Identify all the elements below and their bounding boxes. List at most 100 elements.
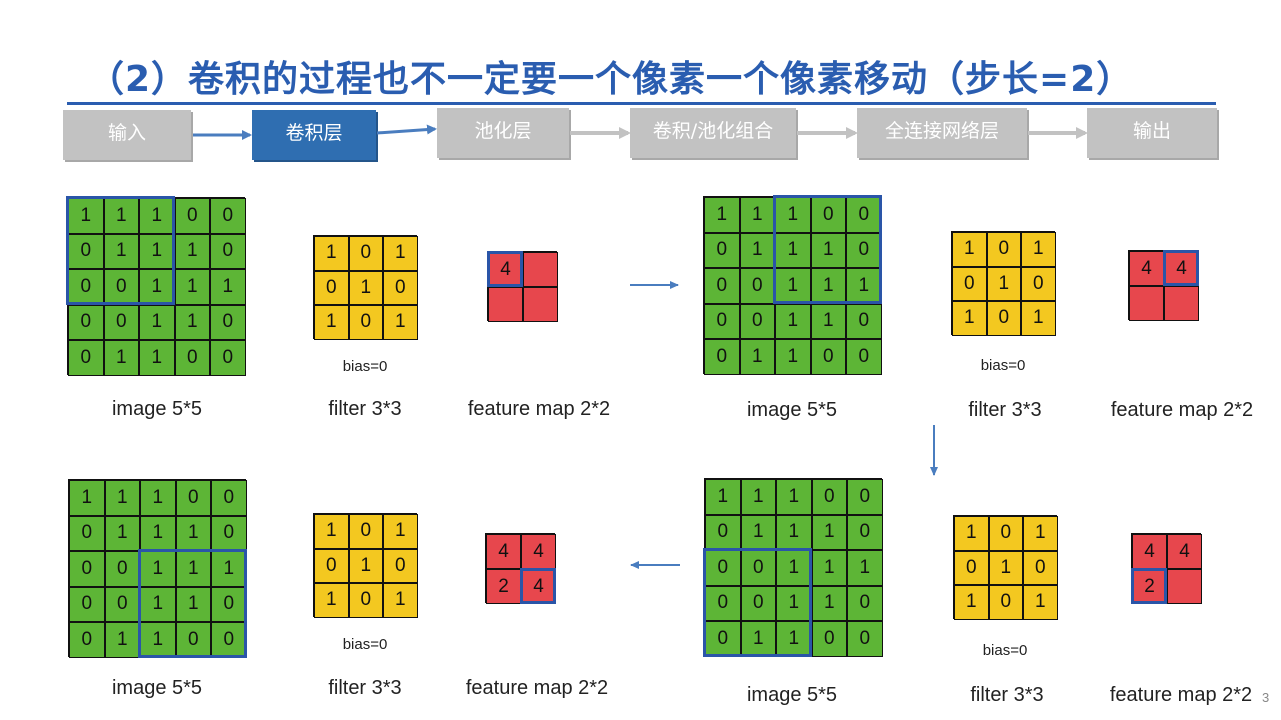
input-image-grid-cell: 1 <box>704 197 740 233</box>
filter-grid-cell: 1 <box>314 514 349 549</box>
filter-grid-cell: 0 <box>348 305 383 340</box>
input-image-grid-cell: 1 <box>175 551 211 587</box>
feature-map-grid-cell <box>1129 286 1164 321</box>
input-image-grid-cell: 1 <box>740 479 776 515</box>
input-image-grid-cell: 1 <box>140 515 176 551</box>
input-image-grid-cell: 0 <box>211 515 247 551</box>
filter-grid-cell: 0 <box>986 232 1021 267</box>
feature-map-grid-cell: 2 <box>1132 569 1167 604</box>
filter-grid-cell: 1 <box>1021 301 1056 336</box>
input-image-grid-cell: 0 <box>103 304 139 340</box>
pipeline-step-2: 卷积层 <box>252 110 376 160</box>
filter-grid-cell: 1 <box>952 301 987 336</box>
feature-map-grid-cell: 4 <box>1167 534 1202 569</box>
input-image-grid-cell: 1 <box>775 268 811 304</box>
input-image-grid-cell: 0 <box>739 303 775 339</box>
input-image-grid-cell: 1 <box>139 198 175 234</box>
input-image-grid-cell: 1 <box>810 268 846 304</box>
feature-map-grid-cell <box>1167 569 1202 604</box>
input-image-grid-cell: 0 <box>210 304 246 340</box>
filter-grid-cell: 0 <box>383 270 418 305</box>
feature-map-grid-cell: 4 <box>521 534 556 569</box>
input-image-grid-cell: 0 <box>846 303 882 339</box>
input-image-grid-cell: 1 <box>705 479 741 515</box>
filter-grid-cell: 1 <box>383 583 418 618</box>
input-image-grid-cell: 0 <box>69 622 105 658</box>
input-image-grid-cell: 0 <box>68 233 104 269</box>
input-image-grid-cell: 0 <box>211 586 247 622</box>
filter-grid-cell: 1 <box>314 583 349 618</box>
input-image-grid-cell: 1 <box>140 622 176 658</box>
input-image-grid-cell: 1 <box>739 232 775 268</box>
feature-map-grid-cell: 4 <box>486 534 521 569</box>
page-number: 3 <box>1262 690 1270 705</box>
filter-grid-cell: 0 <box>988 516 1023 551</box>
input-image-grid-cell: 1 <box>210 269 246 305</box>
input-image-grid-cell: 1 <box>776 550 812 586</box>
image-label: image 5*5 <box>111 398 203 420</box>
image-label: image 5*5 <box>746 399 838 421</box>
input-image-grid-cell: 1 <box>776 514 812 550</box>
bias-label: bias=0 <box>342 636 388 653</box>
input-image-grid-cell: 0 <box>705 585 741 621</box>
feature-map-grid-cell: 4 <box>521 569 556 604</box>
input-image-grid-cell: 0 <box>68 340 104 376</box>
input-image-grid-cell: 0 <box>847 479 883 515</box>
filter-grid-cell: 0 <box>348 236 383 271</box>
filter-grid-cell: 1 <box>314 305 349 340</box>
input-image-grid-cell: 0 <box>211 622 247 658</box>
feature-map-label: feature map 2*2 <box>465 677 609 699</box>
feature-map-label: feature map 2*2 <box>467 398 611 420</box>
input-image-grid-cell: 0 <box>174 340 210 376</box>
input-image-grid-cell: 1 <box>140 586 176 622</box>
input-image-grid-cell: 1 <box>739 339 775 375</box>
input-image-grid-cell: 1 <box>174 269 210 305</box>
feature-map-grid-cell <box>523 287 558 322</box>
input-image-grid-cell: 1 <box>776 621 812 657</box>
input-image-grid-cell: 1 <box>775 232 811 268</box>
filter-grid-cell: 0 <box>986 301 1021 336</box>
input-image-grid-cell: 1 <box>140 480 176 516</box>
input-image-grid-cell: 0 <box>704 339 740 375</box>
input-image-grid-cell: 1 <box>175 515 211 551</box>
input-image-grid-cell: 1 <box>775 197 811 233</box>
filter-grid-cell: 0 <box>988 585 1023 620</box>
filter-grid-cell: 1 <box>952 232 987 267</box>
bias-label: bias=0 <box>982 642 1028 659</box>
pipeline-step-5: 全连接网络层 <box>857 108 1027 158</box>
input-image-grid-cell: 0 <box>210 198 246 234</box>
image-label: image 5*5 <box>746 684 838 706</box>
input-image-grid-cell: 0 <box>846 339 882 375</box>
bias-label: bias=0 <box>342 358 388 375</box>
filter-grid-cell: 0 <box>348 583 383 618</box>
input-image-grid-cell: 1 <box>139 233 175 269</box>
input-image-grid-cell: 1 <box>811 585 847 621</box>
feature-map-label: feature map 2*2 <box>1110 399 1254 421</box>
input-image-grid-cell: 0 <box>811 621 847 657</box>
input-image-grid-cell: 1 <box>103 198 139 234</box>
input-image-grid-cell: 0 <box>68 304 104 340</box>
feature-map-grid: 4 <box>487 251 558 322</box>
pipeline-arrow-2 <box>376 124 437 135</box>
filter-label: filter 3*3 <box>328 677 402 699</box>
input-image-grid-cell: 1 <box>776 479 812 515</box>
filter-grid-cell: 1 <box>314 236 349 271</box>
input-image-grid-cell: 0 <box>739 268 775 304</box>
feature-map-grid-cell: 4 <box>1164 251 1199 286</box>
input-image-grid-cell: 1 <box>811 550 847 586</box>
input-image-grid-cell: 1 <box>775 339 811 375</box>
input-image-grid-cell: 1 <box>139 304 175 340</box>
input-image-grid-cell: 0 <box>103 269 139 305</box>
input-image-grid-cell: 1 <box>776 585 812 621</box>
pipeline-step-6: 输出 <box>1087 108 1217 158</box>
feature-map-grid-cell <box>488 287 523 322</box>
feature-map-grid-cell: 4 <box>488 252 523 287</box>
input-image-grid-cell: 0 <box>104 586 140 622</box>
image-label: image 5*5 <box>111 677 203 699</box>
input-image-grid-cell: 0 <box>175 480 211 516</box>
input-image-grid-cell: 1 <box>69 480 105 516</box>
filter-grid-cell: 1 <box>383 305 418 340</box>
